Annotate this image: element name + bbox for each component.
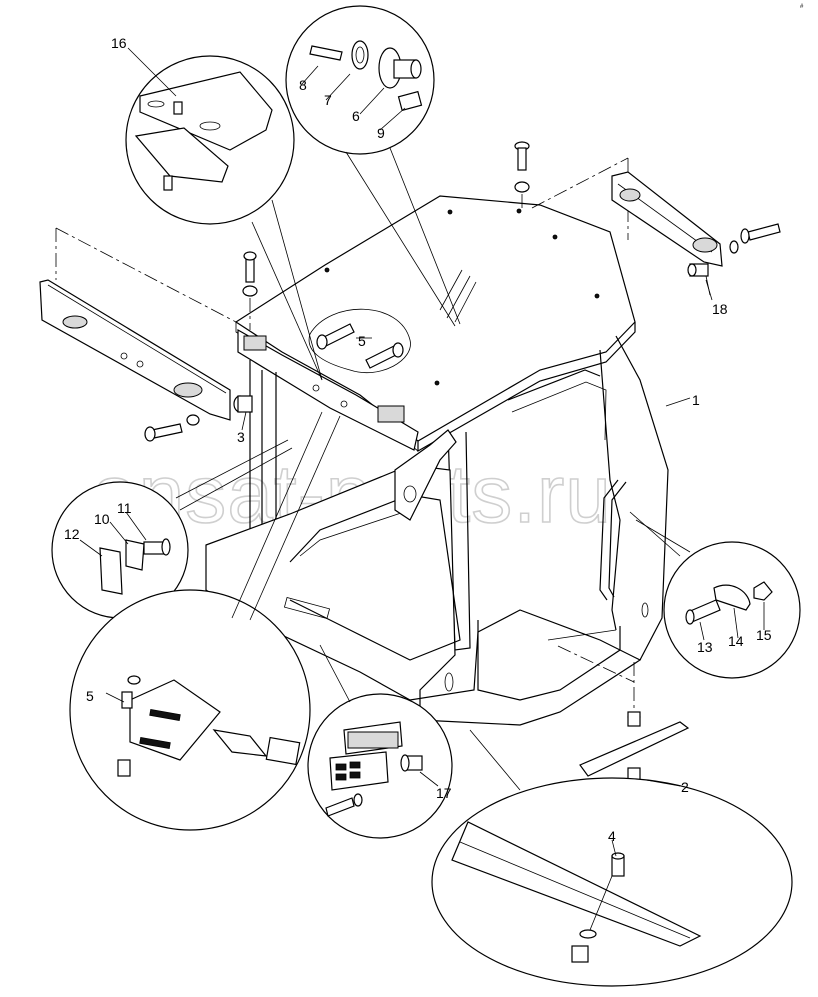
- callout-1: 1: [692, 392, 700, 408]
- leader-lines: [79, 47, 765, 857]
- detail-circle-roof-bolts: [285, 5, 461, 327]
- callout-15: 15: [756, 627, 772, 643]
- cab-roof: [234, 195, 636, 453]
- callout-12: 12: [64, 526, 80, 542]
- callout-10: 10: [94, 511, 110, 527]
- callout-labels: 1 2 3 4 5 5 6 7 8 9 10 11 12 13 14 15 16…: [64, 35, 772, 844]
- callout-5-roof: 5: [358, 333, 366, 349]
- callout-6: 6: [352, 108, 360, 124]
- callout-4: 4: [608, 828, 616, 844]
- callout-17: 17: [436, 785, 452, 801]
- detail-circle-handle-mount: [629, 511, 801, 679]
- frame-bolt-top: [242, 251, 258, 330]
- callout-8: 8: [299, 77, 307, 93]
- detail-circle-front-plate: [69, 411, 341, 831]
- callout-7: 7: [324, 92, 332, 108]
- callout-2: 2: [681, 779, 689, 795]
- mid-bolts: [308, 308, 411, 374]
- callout-5-plate: 5: [86, 688, 94, 704]
- callout-14: 14: [728, 633, 744, 649]
- callout-16: 16: [111, 35, 127, 51]
- detail-circle-bracket: [51, 439, 293, 619]
- detail-circle-seal: [431, 729, 793, 987]
- callout-13: 13: [697, 639, 713, 655]
- callout-18: 18: [712, 301, 728, 317]
- floor-rail-part: [557, 645, 690, 783]
- callout-9: 9: [377, 125, 385, 141]
- cab-pillars: [249, 335, 669, 661]
- callout-3: 3: [237, 429, 245, 445]
- left-side-rail: [39, 227, 253, 442]
- roof-bolt-top: [514, 141, 629, 240]
- detail-circle-roof-bracket: [125, 55, 323, 381]
- right-side-panel: [611, 171, 781, 296]
- cab-body: [205, 429, 649, 726]
- front-frame-rail: [237, 328, 419, 451]
- corner-mark: #: [800, 4, 804, 10]
- callout-11: 11: [117, 500, 132, 516]
- detail-circle-grille: [307, 644, 453, 839]
